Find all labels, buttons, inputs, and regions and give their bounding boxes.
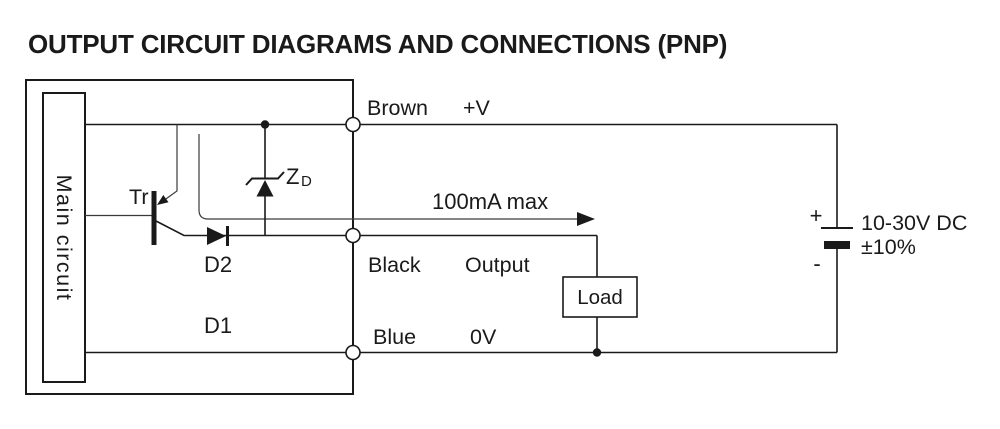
brown-wire-label: Brown — [367, 96, 428, 120]
current-rating-label: 100mA max — [432, 189, 548, 214]
battery-minus-label: - — [813, 251, 820, 276]
diode-d1-label: D1 — [204, 313, 232, 338]
diode-d2-label: D2 — [204, 252, 232, 277]
output-wire — [155, 220, 597, 237]
terminal-blue — [345, 344, 361, 361]
transistor-bar — [151, 191, 157, 245]
zero-v-label: 0V — [470, 325, 497, 349]
main-circuit-label: Main circuit — [52, 175, 76, 302]
transistor-emitter-wire — [160, 124, 178, 203]
junction-dot-zener — [260, 120, 270, 129]
transistor-label: Tr — [129, 185, 149, 209]
current-path-arrow-line — [198, 134, 577, 220]
blue-wire-label: Blue — [373, 325, 416, 349]
zener-label: Z — [286, 164, 299, 189]
load-box — [562, 276, 638, 318]
output-label: Output — [465, 253, 530, 277]
zener-label-subscript: D — [301, 173, 312, 190]
terminal-brown — [345, 116, 361, 133]
transistor-emitter-arrow-icon — [157, 195, 169, 205]
battery-plus-label: + — [810, 203, 823, 228]
black-wire-label: Black — [368, 253, 421, 277]
zener-triangle-icon — [256, 180, 274, 197]
plus-v-label: +V — [463, 96, 491, 120]
battery-negative-plate — [824, 241, 850, 249]
supply-voltage-label: 10-30V DC — [861, 211, 967, 235]
load-label: Load — [577, 286, 623, 309]
page-title: OUTPUT CIRCUIT DIAGRAMS AND CONNECTIONS … — [28, 29, 727, 59]
diode-d2-triangle-icon — [207, 227, 226, 245]
current-path-arrowhead-icon — [577, 212, 595, 226]
main-circuit-box — [42, 92, 86, 383]
supply-tolerance-label: ±10% — [861, 235, 916, 259]
zener-cathode-bar — [245, 171, 285, 186]
junction-dot-load — [592, 348, 602, 357]
terminal-black — [345, 227, 361, 244]
